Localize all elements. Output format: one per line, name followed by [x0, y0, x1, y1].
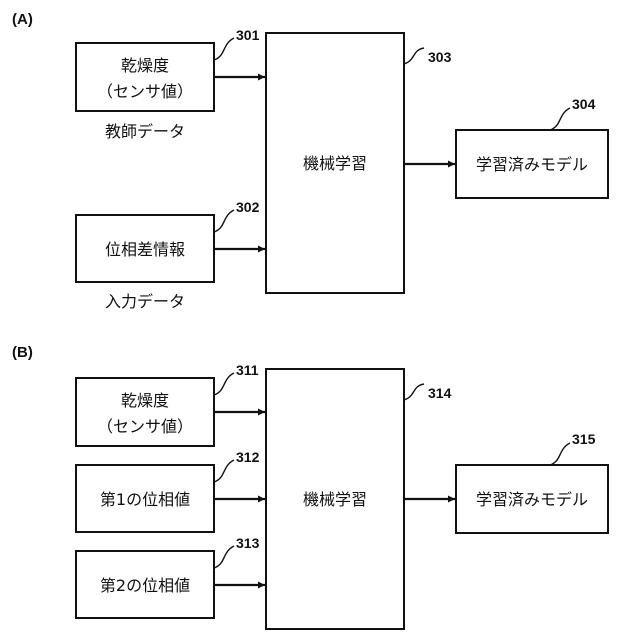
ref-314: 314 — [428, 385, 452, 401]
ref-301-leader — [214, 38, 234, 60]
ref-301: 301 — [236, 27, 260, 43]
ref-313-leader — [214, 546, 234, 568]
ref-303-leader — [404, 48, 424, 64]
ml-box-b-label: 機械学習 — [303, 490, 367, 509]
ref-302: 302 — [236, 199, 260, 215]
ref-303: 303 — [428, 49, 452, 65]
ref-311: 311 — [236, 362, 259, 378]
section-b-label: (B) — [12, 344, 33, 361]
section-b: (B) 乾燥度 （センサ値） 311 第1の位相値 312 第2の位相値 313… — [12, 344, 608, 629]
input-data-caption: 入力データ — [105, 292, 185, 311]
model-box-b-label: 学習済みモデル — [476, 490, 588, 509]
phase1-box-label: 第1の位相値 — [100, 490, 190, 509]
ref-312-leader — [214, 460, 234, 482]
dryness-box-a-line2: （センサ値） — [97, 82, 193, 101]
dryness-box-b-line1: 乾燥度 — [121, 391, 169, 410]
model-box-a-label: 学習済みモデル — [476, 155, 588, 174]
ref-314-leader — [404, 384, 424, 400]
section-a: (A) 乾燥度 （センサ値） 教師データ 301 位相差情報 入力データ 302… — [12, 11, 608, 311]
ref-302-leader — [214, 210, 234, 232]
section-a-label: (A) — [12, 11, 33, 28]
ml-box-a-label: 機械学習 — [303, 154, 367, 173]
phase2-box-label: 第2の位相値 — [100, 576, 190, 595]
teacher-data-caption: 教師データ — [105, 122, 185, 141]
ref-315: 315 — [572, 431, 596, 447]
ref-304: 304 — [572, 96, 596, 112]
ref-312: 312 — [236, 449, 260, 465]
phase-diff-box-label: 位相差情報 — [105, 240, 185, 259]
ref-311-leader — [214, 373, 234, 395]
dryness-box-a-line1: 乾燥度 — [121, 56, 169, 75]
dryness-box-b-line2: （センサ値） — [97, 417, 193, 436]
ref-313: 313 — [236, 535, 260, 551]
ref-315-leader — [550, 443, 570, 465]
ref-304-leader — [550, 108, 570, 130]
